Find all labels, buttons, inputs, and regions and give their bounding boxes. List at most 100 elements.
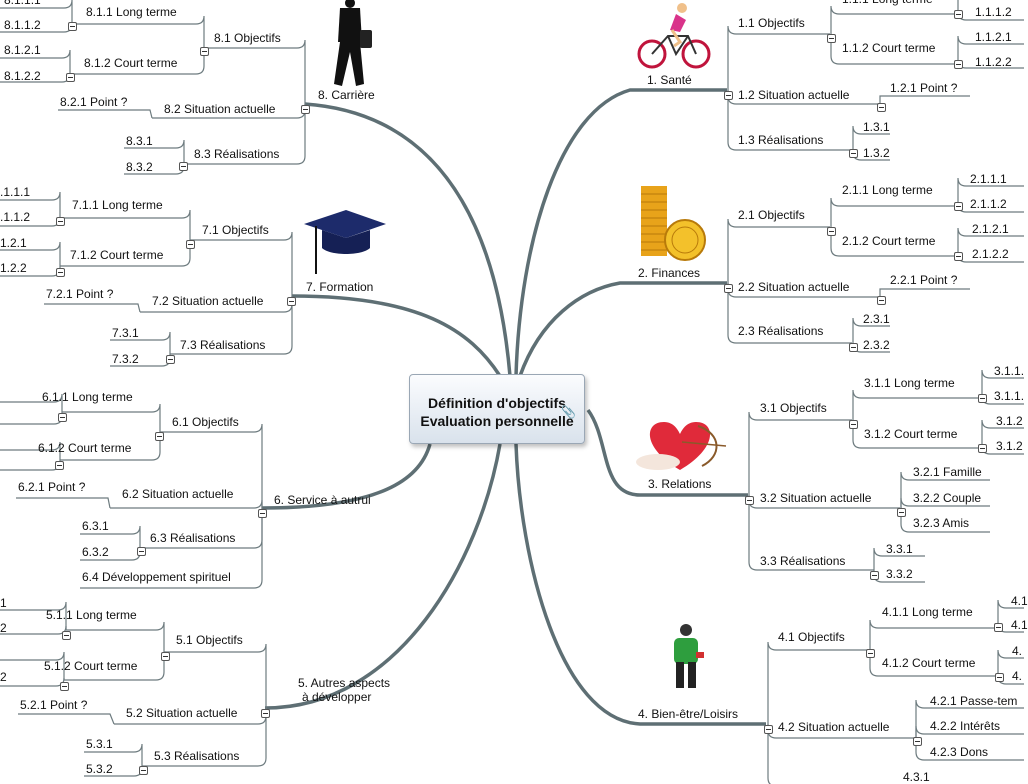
- collapse-toggle-icon[interactable]: [155, 432, 164, 441]
- topic-n8-2-1[interactable]: 8.2.1 Point ?: [60, 95, 128, 109]
- topic-n7-2-1[interactable]: 7.2.1 Point ?: [46, 287, 114, 301]
- topic-n8-1-2[interactable]: 8.1.2 Court terme: [84, 56, 178, 70]
- topic-n8-3b[interactable]: 8.3.2: [126, 160, 153, 174]
- collapse-toggle-icon[interactable]: [55, 461, 64, 470]
- collapse-toggle-icon[interactable]: [68, 22, 77, 31]
- collapse-toggle-icon[interactable]: [200, 47, 209, 56]
- topic-n4[interactable]: 4. Bien-être/Loisirs: [638, 707, 739, 721]
- topic-n5-3a[interactable]: 5.3.1: [86, 737, 113, 751]
- topic-n1-1-1a[interactable]: 1.1.1.2: [975, 5, 1012, 19]
- topic-n2-1-2a[interactable]: 2.1.2.1: [972, 222, 1009, 236]
- topic-n4-1-2[interactable]: 4.1.2 Court terme: [882, 656, 976, 670]
- topic-n3-1-2a[interactable]: 3.1.2: [996, 414, 1023, 428]
- topic-n5-1-2[interactable]: 5.1.2 Court terme: [44, 659, 138, 673]
- topic-n1-3[interactable]: 1.3 Réalisations: [738, 133, 824, 147]
- collapse-toggle-icon[interactable]: [745, 496, 754, 505]
- topic-n1[interactable]: 1. Santé: [647, 73, 692, 87]
- topic-n5-1-1b[interactable]: 2: [0, 621, 7, 635]
- topic-n8-1-1[interactable]: 8.1.1 Long terme: [86, 5, 177, 19]
- topic-n5-1[interactable]: 5.1 Objectifs: [176, 633, 243, 647]
- collapse-toggle-icon[interactable]: [954, 10, 963, 19]
- topic-n6-3b[interactable]: 6.3.2: [82, 545, 109, 559]
- topic-n4-1-1a[interactable]: 4.1: [1011, 594, 1028, 608]
- collapse-toggle-icon[interactable]: [166, 355, 175, 364]
- topic-n6-3a[interactable]: 6.3.1: [82, 519, 109, 533]
- collapse-toggle-icon[interactable]: [978, 444, 987, 453]
- topic-n5-3b[interactable]: 5.3.2: [86, 762, 113, 776]
- central-topic[interactable]: Définition d'objectifs Evaluation person…: [409, 374, 585, 444]
- topic-n3-1-1a[interactable]: 3.1.1.: [994, 364, 1025, 378]
- collapse-toggle-icon[interactable]: [954, 202, 963, 211]
- topic-n5-1-1a[interactable]: 1: [0, 596, 7, 610]
- topic-n3-2[interactable]: 3.2 Situation actuelle: [760, 491, 872, 505]
- topic-n6-1[interactable]: 6.1 Objectifs: [172, 415, 239, 429]
- topic-n5b[interactable]: à développer: [302, 690, 372, 704]
- collapse-toggle-icon[interactable]: [866, 649, 875, 658]
- topic-n7-2[interactable]: 7.2 Situation actuelle: [152, 294, 264, 308]
- topic-n1-3a[interactable]: 1.3.1: [863, 120, 890, 134]
- topic-n7-3a[interactable]: 7.3.1: [112, 326, 139, 340]
- topic-n3-1-2b[interactable]: 3.1.2: [996, 439, 1023, 453]
- collapse-toggle-icon[interactable]: [764, 725, 773, 734]
- collapse-toggle-icon[interactable]: [870, 571, 879, 580]
- topic-n5-3[interactable]: 5.3 Réalisations: [154, 749, 240, 763]
- topic-n2-3a[interactable]: 2.3.1: [863, 312, 890, 326]
- topic-n6-3[interactable]: 6.3 Réalisations: [150, 531, 236, 545]
- topic-n6[interactable]: 6. Service à autrui: [274, 493, 371, 507]
- topic-n1-1-2[interactable]: 1.1.2 Court terme: [842, 41, 936, 55]
- topic-n6-1-1[interactable]: 6.1.1 Long terme: [42, 390, 133, 404]
- collapse-toggle-icon[interactable]: [137, 547, 146, 556]
- topic-n2-1[interactable]: 2.1 Objectifs: [738, 208, 805, 222]
- collapse-toggle-icon[interactable]: [994, 623, 1003, 632]
- topic-n3-2-2[interactable]: 3.2.2 Couple: [913, 491, 982, 505]
- collapse-toggle-icon[interactable]: [954, 60, 963, 69]
- collapse-toggle-icon[interactable]: [827, 34, 836, 43]
- collapse-toggle-icon[interactable]: [978, 394, 987, 403]
- topic-n7-1-2a[interactable]: 1.2.1: [0, 236, 27, 250]
- topic-n4-1[interactable]: 4.1 Objectifs: [778, 630, 845, 644]
- topic-n3-3a[interactable]: 3.3.1: [886, 542, 913, 556]
- topic-n2-3[interactable]: 2.3 Réalisations: [738, 324, 824, 338]
- topic-n1-2-1[interactable]: 1.2.1 Point ?: [890, 81, 958, 95]
- topic-n1-3b[interactable]: 1.3.2: [863, 146, 890, 160]
- topic-n6-1-2[interactable]: 6.1.2 Court terme: [38, 441, 132, 455]
- topic-n8-1-2b[interactable]: 8.1.2.2: [4, 69, 41, 83]
- topic-n4-2-3[interactable]: 4.2.3 Dons: [930, 745, 989, 759]
- topic-n5-1-2b[interactable]: 2: [0, 670, 7, 684]
- topic-n8-1-1b[interactable]: 8.1.1.2: [4, 18, 41, 32]
- topic-n7-3b[interactable]: 7.3.2: [112, 352, 139, 366]
- topic-n2-1-2[interactable]: 2.1.2 Court terme: [842, 234, 936, 248]
- topic-n3-2-1[interactable]: 3.2.1 Famille: [913, 465, 982, 479]
- collapse-toggle-icon[interactable]: [849, 149, 858, 158]
- collapse-toggle-icon[interactable]: [849, 420, 858, 429]
- topic-n3-3b[interactable]: 3.3.2: [886, 567, 913, 581]
- topic-n6-4[interactable]: 6.4 Développement spirituel: [82, 570, 231, 584]
- topic-n3-1-1b[interactable]: 3.1.1.: [994, 389, 1025, 403]
- collapse-toggle-icon[interactable]: [60, 682, 69, 691]
- topic-n8-2[interactable]: 8.2 Situation actuelle: [164, 102, 276, 116]
- collapse-toggle-icon[interactable]: [877, 296, 886, 305]
- collapse-toggle-icon[interactable]: [877, 103, 886, 112]
- topic-n1-1-2a[interactable]: 1.1.2.1: [975, 30, 1012, 44]
- topic-n7-1-1b[interactable]: .1.1.2: [0, 210, 31, 224]
- topic-n7-1[interactable]: 7.1 Objectifs: [202, 223, 269, 237]
- topic-n5-2-1[interactable]: 5.2.1 Point ?: [20, 698, 88, 712]
- topic-n7-1-2b[interactable]: 1.2.2: [0, 261, 27, 275]
- topic-n2-1-2b[interactable]: 2.1.2.2: [972, 247, 1009, 261]
- topic-n8-1-2a[interactable]: 8.1.2.1: [4, 43, 41, 57]
- topic-n2-2[interactable]: 2.2 Situation actuelle: [738, 280, 850, 294]
- collapse-toggle-icon[interactable]: [58, 413, 67, 422]
- topic-n2-1-1[interactable]: 2.1.1 Long terme: [842, 183, 933, 197]
- collapse-toggle-icon[interactable]: [301, 105, 310, 114]
- topic-n5[interactable]: 5. Autres aspects: [298, 676, 391, 690]
- collapse-toggle-icon[interactable]: [56, 217, 65, 226]
- topic-n4-2-1[interactable]: 4.2.1 Passe-tem: [930, 694, 1018, 708]
- topic-n8-3[interactable]: 8.3 Réalisations: [194, 147, 280, 161]
- topic-n8[interactable]: 8. Carrière: [318, 88, 375, 102]
- topic-n6-2[interactable]: 6.2 Situation actuelle: [122, 487, 234, 501]
- topic-n1-2[interactable]: 1.2 Situation actuelle: [738, 88, 850, 102]
- topic-n4-2-2[interactable]: 4.2.2 Intérêts: [930, 719, 1001, 733]
- topic-n5-2[interactable]: 5.2 Situation actuelle: [126, 706, 238, 720]
- topic-n1-1-1[interactable]: 1.1.1 Long terme: [842, 0, 933, 6]
- topic-n8-3a[interactable]: 8.3.1: [126, 134, 153, 148]
